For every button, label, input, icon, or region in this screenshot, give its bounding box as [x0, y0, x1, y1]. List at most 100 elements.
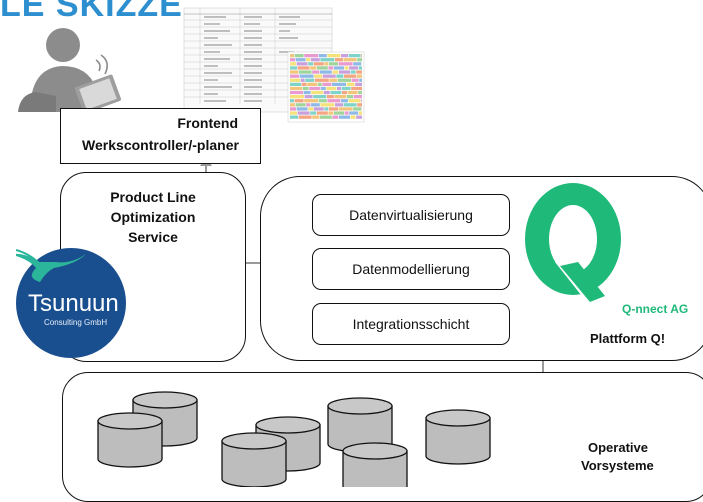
gantt-bar [305, 79, 314, 82]
gantt-bar [324, 62, 328, 65]
gantt-bar [357, 75, 362, 78]
operative-box [62, 372, 703, 502]
gantt-bar [302, 83, 307, 86]
gantt-bar [351, 70, 356, 73]
platform-name: Plattform Q! [590, 331, 665, 346]
gantt-bar [347, 95, 353, 98]
gantt-bar [349, 54, 361, 57]
gantt-bar [290, 111, 297, 114]
gantt-bar [317, 111, 328, 114]
gantt-bar [344, 103, 357, 106]
gantt-bar [347, 83, 355, 86]
gantt-bar [335, 58, 343, 61]
gantt-bar [320, 103, 334, 106]
gantt-bar [295, 99, 304, 102]
gantt-bar [339, 116, 350, 119]
gantt-bar [314, 62, 324, 65]
gantt-bar [357, 103, 362, 106]
gantt-bar [296, 103, 306, 106]
gantt-bar [311, 58, 320, 61]
gantt-bar [311, 103, 320, 106]
gantt-bar [327, 95, 334, 98]
gantt-bar [361, 54, 362, 57]
gantt-bar [297, 107, 308, 110]
plo-label-line3: Service [61, 229, 245, 247]
gantt-bar [358, 91, 362, 94]
gantt-bar [290, 58, 295, 61]
gantt-bar [317, 66, 328, 69]
gantt-bar [298, 66, 310, 69]
gantt-bar [314, 107, 324, 110]
frontend-label-line2: Werkscontroller/-planer [61, 137, 260, 155]
gantt-bar [308, 62, 313, 65]
gantt-bar [353, 62, 361, 65]
gantt-bar [342, 87, 351, 90]
gantt-bar [329, 79, 337, 82]
gantt-bar [349, 111, 358, 114]
gantt-bar [290, 62, 296, 65]
gantt-bar [329, 62, 338, 65]
gantt-bar [320, 70, 332, 73]
gantt-bar [321, 87, 326, 90]
gantt-bar [290, 95, 304, 98]
plo-label-line1: Product Line [61, 189, 245, 207]
gantt-bar [361, 99, 362, 102]
gantt-bar [303, 87, 309, 90]
gantt-bar [338, 79, 351, 82]
gantt-bar [290, 66, 297, 69]
gantt-bar [330, 91, 341, 94]
gantt-bar [339, 62, 353, 65]
gantt-bar [334, 66, 344, 69]
gantt-bar [324, 107, 328, 110]
gantt-bar [290, 116, 298, 119]
gantt-bar [328, 66, 333, 69]
gantt-bar [341, 54, 348, 57]
gantt-bar [312, 70, 319, 73]
layer-datenvirtualisierung: Datenvirtualisierung [312, 194, 510, 236]
gantt-bar [311, 91, 323, 94]
tsunuun-logo: Tsunuun Consulting GmbH [16, 248, 126, 358]
gantt-bar [290, 83, 301, 86]
gantt-bar [320, 116, 332, 119]
gantt-bar [318, 83, 322, 86]
gantt-bar [349, 66, 358, 69]
gantt-bar [312, 116, 319, 119]
gantt-bar [290, 87, 302, 90]
gantt-bar [327, 99, 340, 102]
gantt-bar [290, 99, 294, 102]
plo-label-line2: Optimization [61, 209, 245, 227]
tsunuun-subtitle: Consulting GmbH [44, 318, 107, 327]
gantt-bar [345, 66, 349, 69]
gantt-bar [309, 87, 320, 90]
gantt-bar [296, 58, 306, 61]
frontend-label-line1: Frontend [61, 115, 260, 133]
gantt-bar [308, 107, 313, 110]
gantt-bar [290, 54, 294, 57]
gantt-bar [304, 99, 318, 102]
tsunuun-name: Tsunuun [28, 290, 119, 318]
gantt-thumbnail [288, 52, 364, 122]
gantt-bar [307, 83, 317, 86]
layer-datenmodellierung: Datenmodellierung [312, 248, 510, 290]
gantt-bar [353, 107, 361, 110]
gantt-bar [320, 58, 334, 61]
gantt-bar [339, 70, 350, 73]
gantt-bar [306, 58, 310, 61]
gantt-bar [342, 91, 347, 94]
gantt-bar [304, 54, 318, 57]
gantt-bar [299, 116, 312, 119]
gantt-bar [305, 95, 313, 98]
gantt-bar [359, 111, 362, 114]
gantt-bar [337, 87, 341, 90]
gantt-bar [319, 54, 327, 57]
gantt-bar [351, 116, 356, 119]
gantt-bar [344, 75, 356, 78]
gantt-bar [324, 91, 330, 94]
gantt-bar [328, 111, 333, 114]
gantt-bar [313, 95, 326, 98]
operative-label-line1: Operative [588, 440, 648, 456]
gantt-bar [359, 66, 362, 69]
frontend-box: Frontend Werkscontroller/-planer [60, 108, 261, 164]
gantt-bar [339, 107, 353, 110]
gantt-bar [290, 107, 296, 110]
